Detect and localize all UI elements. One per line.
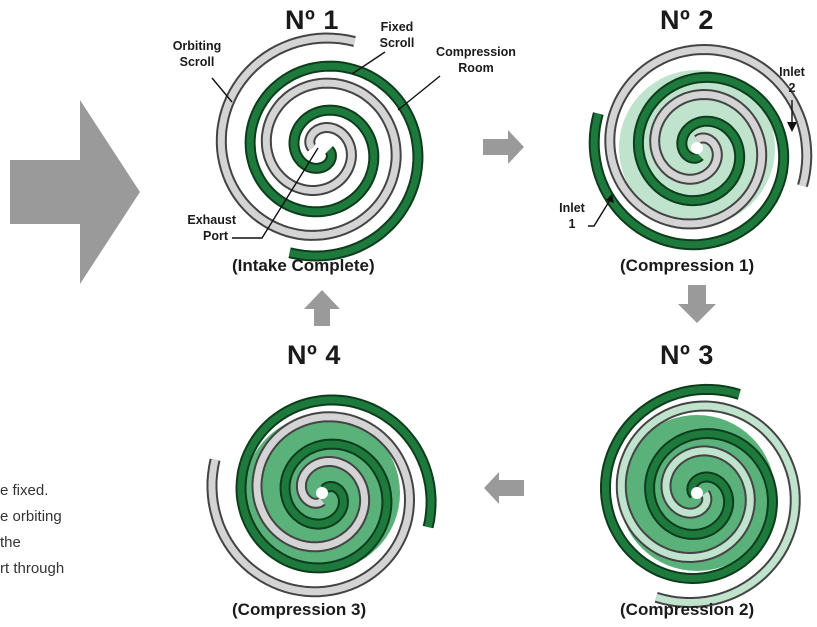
exhaust-port bbox=[314, 142, 326, 154]
inlet-2-arrowhead bbox=[787, 122, 797, 132]
stage-2-scroll-spiral bbox=[588, 43, 813, 251]
orbiting-scroll bbox=[237, 396, 435, 572]
stage-4-number: Nº 4 bbox=[287, 340, 341, 370]
stage-3-caption: (Compression 2) bbox=[620, 600, 755, 619]
description-text-fragment: e fixed. e orbiting the rt through bbox=[0, 478, 150, 582]
inlet-1-arrowhead bbox=[606, 194, 614, 203]
left-arrow-icon bbox=[484, 472, 524, 504]
big-arrow-icon bbox=[10, 100, 140, 284]
orbiting-scroll bbox=[590, 73, 788, 249]
down-arrow-icon bbox=[678, 285, 716, 323]
stage-2-number: Nº 2 bbox=[660, 5, 714, 35]
stage-3-scroll-spiral bbox=[600, 383, 801, 609]
description-line: the bbox=[0, 534, 21, 551]
stage-1-caption: (Intake Complete) bbox=[232, 256, 375, 275]
right-arrow-icon bbox=[483, 130, 524, 164]
fixed-scroll bbox=[217, 34, 400, 239]
stage-3-number: Nº 3 bbox=[660, 340, 714, 370]
exhaust-port bbox=[316, 487, 328, 499]
orbiting-scroll-leader bbox=[211, 77, 233, 103]
annotation-leaders bbox=[211, 51, 793, 239]
stage-4-caption: (Compression 3) bbox=[232, 600, 367, 619]
exhaust-port-leader bbox=[232, 147, 319, 239]
fixed-scroll-leader bbox=[351, 51, 386, 75]
orbiting-scroll bbox=[602, 385, 777, 583]
fixed-scroll bbox=[208, 413, 414, 596]
exhaust-port bbox=[691, 487, 703, 499]
stage-1-scroll-spiral bbox=[215, 32, 424, 262]
stage-1-number: Nº 1 bbox=[285, 5, 339, 35]
description-line: e orbiting bbox=[0, 508, 62, 525]
stage-2-caption: (Compression 1) bbox=[620, 256, 755, 275]
description-line: e fixed. bbox=[0, 482, 49, 499]
compression-room-leader bbox=[397, 75, 441, 111]
inlet-1-leader bbox=[588, 199, 611, 227]
up-arrow-icon bbox=[304, 290, 340, 326]
description-line: rt through bbox=[0, 560, 65, 577]
stage-4-scroll-spiral bbox=[206, 394, 437, 598]
exhaust-port bbox=[691, 142, 703, 154]
orbiting-scroll bbox=[246, 62, 422, 260]
fixed-scroll bbox=[606, 45, 811, 228]
fixed-scroll bbox=[617, 402, 799, 607]
